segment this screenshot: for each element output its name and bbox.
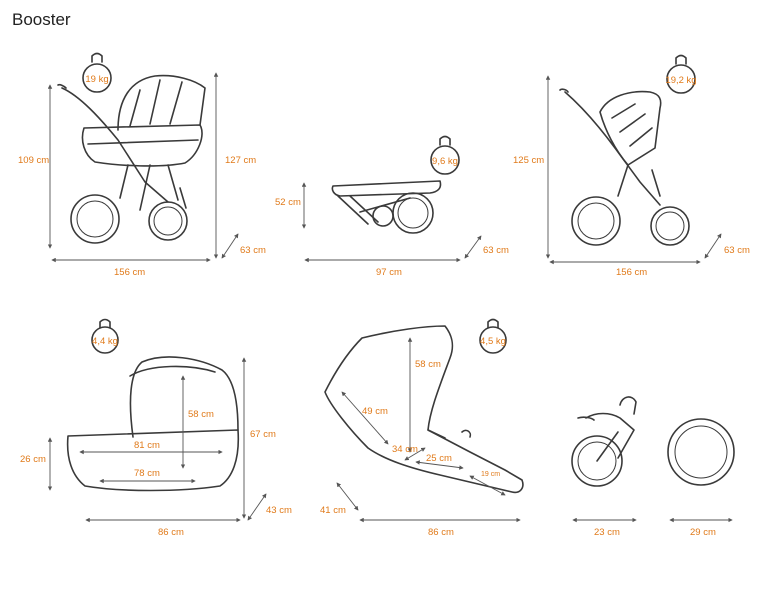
seat-width-label: 41 cm (320, 505, 346, 516)
pram-length-label: 156 cm (114, 267, 145, 278)
folded-height-label: 52 cm (275, 197, 301, 208)
pram-height-label: 109 cm (18, 155, 49, 166)
carrycot-width-label: 43 cm (266, 505, 292, 516)
seat-depth-label: 34 cm (392, 444, 418, 455)
carrycot-weight: 4,4 kg (92, 336, 118, 347)
weight-icon-folded (430, 135, 460, 175)
seat-length-total-label: 86 cm (428, 527, 454, 538)
stroller-height-label: 125 cm (513, 155, 544, 166)
seat-length-label: 25 cm (426, 453, 452, 464)
carrycot-length-label: 86 cm (158, 527, 184, 538)
front-wheel-label: 23 cm (594, 527, 620, 538)
seat-weight: 4,5 kg (480, 336, 506, 347)
carrycot-bottom-length-label: 78 cm (134, 468, 160, 479)
weight-icon-pram (82, 52, 112, 93)
page-title: Booster (12, 10, 71, 29)
folded-length-label: 97 cm (376, 267, 402, 278)
rear-wheel-label: 29 cm (690, 527, 716, 538)
seat-backrest-label: 58 cm (415, 359, 441, 370)
stroller-width-label: 63 cm (724, 245, 750, 256)
seat-diagonal-label: 49 cm (362, 406, 388, 417)
front-wheel-illustration (571, 396, 637, 487)
stroller-illustration (559, 88, 690, 246)
folded-weight: 9,6 kg (432, 156, 458, 167)
carrycot-inner-length-label: 81 cm (134, 440, 160, 451)
carrycot-illustration (66, 356, 240, 492)
carrycot-total-height-label: 67 cm (250, 429, 276, 440)
stroller-length-label: 156 cm (616, 267, 647, 278)
carrycot-height-label: 26 cm (20, 454, 46, 465)
seat-footrest-label: 19 cm (481, 471, 500, 478)
rear-wheel-illustration (667, 418, 735, 486)
weight-icon-carrycot (91, 318, 119, 354)
folded-width-label: 63 cm (483, 245, 509, 256)
folded-illustration (331, 180, 442, 234)
pram-weight: 19 kg (85, 74, 108, 85)
weight-icon-stroller (666, 54, 696, 94)
carrycot-hood-height-label: 58 cm (188, 409, 214, 420)
pram-max-height-label: 127 cm (225, 155, 256, 166)
weight-icon-seat (479, 318, 507, 354)
stroller-weight: 19,2 kg (665, 75, 696, 86)
pram-width-label: 63 cm (240, 245, 266, 256)
pram-illustration (57, 74, 206, 244)
seat-illustration (324, 325, 524, 494)
